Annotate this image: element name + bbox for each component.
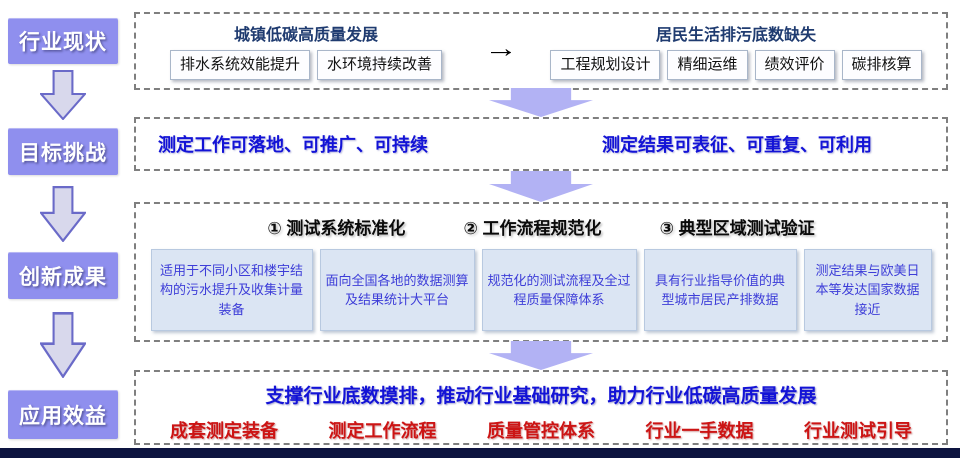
right-arrow-icon: → (484, 33, 518, 63)
item-box: 排水系统效能提升 (169, 50, 310, 81)
goal-text-left: 测定工作可落地、可推广、可持续 (158, 135, 428, 155)
benefits-panel: 支撑行业底数摸排，推动行业基础研究，助力行业低碳高质量发展 成套测定装备 测定工… (134, 370, 948, 445)
benefit-item: 行业一手数据 (645, 421, 754, 441)
item-box: 精细运维 (667, 50, 748, 81)
achievement-box: 测定结果与欧美日本等发达国家数据接近 (803, 249, 932, 331)
item-box: 绩效评价 (754, 50, 835, 81)
item-box: 工程规划设计 (550, 50, 661, 81)
achievement-box: 面向全国各地的数据测算及结果统计大平台 (319, 249, 475, 331)
benefit-item: 行业测试引导 (804, 421, 912, 441)
panel-title: 居民生活排污底数缺失 (655, 27, 816, 44)
current-state-panel: 城镇低碳高质量发展 排水系统效能提升 水环境持续改善 → 居民生活排污底数缺失 … (134, 12, 948, 90)
benefit-item: 质量管控体系 (487, 421, 595, 441)
achievement-header: ③ 典型区域测试验证 (659, 219, 815, 238)
achievement-header: ② 工作流程规范化 (463, 219, 602, 238)
stage-label: 目标挑战 (19, 141, 107, 165)
stage-label: 行业现状 (19, 31, 107, 54)
resident-discharge-group: 居民生活排污底数缺失 工程规划设计 精细运维 绩效评价 碳排核算 (532, 19, 940, 83)
stage-box-industry-status: 行业现状 (8, 18, 118, 64)
achievement-box: 具有行业指导价值的典型城市居民产排数据 (643, 249, 797, 331)
stage-box-goals-challenges: 目标挑战 (8, 128, 118, 175)
benefits-title: 支撑行业底数摸排，推动行业基础研究，助力行业低碳高质量发展 (265, 386, 817, 407)
urban-development-group: 城镇低碳高质量发展 排水系统效能提升 水环境持续改善 (142, 19, 470, 83)
benefit-items: 成套测定装备 测定工作流程 质量管控体系 行业一手数据 行业测试引导 (136, 417, 946, 443)
wide-down-arrow-icon (489, 341, 593, 370)
item-box: 碳排核算 (841, 50, 922, 81)
bottom-accent-bar (0, 448, 960, 458)
wide-down-arrow-icon (489, 88, 593, 117)
achievement-header: ① 测试系统标准化 (267, 219, 406, 238)
right-item-boxes: 工程规划设计 精细运维 绩效评价 碳排核算 (532, 50, 940, 81)
goal-text-right: 测定结果可表征、可重复、可利用 (602, 135, 872, 155)
stage-label: 应用效益 (19, 404, 107, 428)
goals-panel: 测定工作可落地、可推广、可持续 测定结果可表征、可重复、可利用 (134, 117, 948, 171)
stage-label: 创新成果 (19, 265, 107, 289)
achievement-box: 适用于不同小区和楼宇结构的污水提升及收集计量装备 (150, 249, 313, 331)
benefit-item: 成套测定装备 (170, 421, 278, 441)
left-item-boxes: 排水系统效能提升 水环境持续改善 (142, 50, 470, 81)
down-block-arrow-icon (40, 312, 86, 378)
item-box: 水环境持续改善 (317, 50, 443, 81)
down-block-arrow-icon (40, 70, 86, 120)
achievement-box: 规范化的测试流程及全过程质量保障体系 (481, 249, 637, 331)
achievements-panel: ① 测试系统标准化 ② 工作流程规范化 ③ 典型区域测试验证 适用于不同小区和楼… (134, 202, 948, 342)
benefit-item: 测定工作流程 (328, 421, 437, 441)
achievement-headers: ① 测试系统标准化 ② 工作流程规范化 ③ 典型区域测试验证 (136, 214, 946, 239)
stage-box-innovations: 创新成果 (8, 252, 118, 299)
panel-title: 城镇低碳高质量发展 (233, 27, 378, 44)
achievement-boxes: 适用于不同小区和楼宇结构的污水提升及收集计量装备 面向全国各地的数据测算及结果统… (136, 249, 946, 331)
down-block-arrow-icon (40, 186, 86, 242)
wide-down-arrow-icon (489, 171, 593, 202)
stage-box-benefits: 应用效益 (8, 390, 118, 439)
